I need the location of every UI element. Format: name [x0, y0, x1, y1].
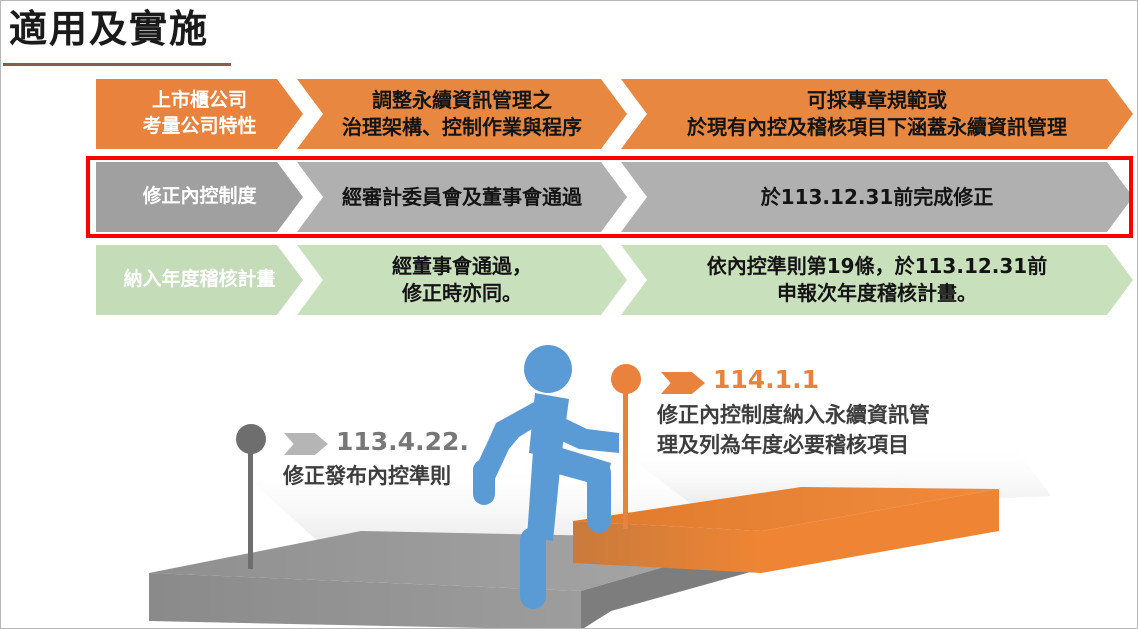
chevron-line-1: 調整永續資訊管理之	[372, 88, 552, 112]
flow-row-internal-control: 修正內控制度 經審計委員會及董事會通過 於113.12.31前完成修正	[1, 158, 1138, 236]
person-forearm	[473, 459, 495, 505]
milestone-description-line-1: 修正內控制度納入永續資訊管	[657, 403, 930, 427]
milestone-label-114-1-1: 114.1.1 修正內控制度納入永續資訊管 理及列為年度必要稽核項目	[657, 365, 930, 457]
person-front-arm	[553, 417, 619, 453]
person-head	[524, 345, 572, 393]
chevron-internal-control-3[interactable]: 於113.12.31前完成修正	[621, 162, 1133, 232]
orange-platform-front	[573, 521, 761, 573]
chevron-line-1: 經審計委員會及董事會通過	[342, 184, 582, 209]
chevron-line-2: 於現有內控及稽核項目下涵蓋永續資訊管理	[687, 115, 1067, 139]
chevron-line-2: 申報次年度稽核計畫。	[776, 281, 977, 305]
person-standing-thigh	[527, 451, 561, 541]
milestone-description: 修正發布內控準則	[283, 464, 451, 488]
chevron-audit-plan-3[interactable]: 依內控準則第19條，於113.12.31前 申報次年度稽核計畫。	[621, 245, 1133, 315]
chevron-line-1: 於113.12.31前完成修正	[760, 184, 994, 209]
chevron-line-2: 修正時亦同。	[402, 281, 522, 305]
pin-stem	[248, 449, 253, 569]
chevron-line-1: 經董事會通過，	[392, 254, 532, 278]
chevron-audit-plan-1[interactable]: 納入年度稽核計畫	[96, 245, 303, 315]
chevron-line-1: 依內控準則第19條，於113.12.31前	[706, 254, 1048, 278]
milestone-description-line-2: 理及列為年度必要稽核項目	[657, 433, 909, 457]
milestone-date: 113.4.22.	[336, 427, 469, 456]
milestone-date: 114.1.1	[713, 365, 819, 394]
chevron-line-2: 考量公司特性	[142, 115, 257, 137]
flag-icon	[661, 372, 705, 394]
chevron-audit-plan-2[interactable]: 經董事會通過， 修正時亦同。	[297, 245, 627, 315]
chevron-line-1: 納入年度稽核計畫	[123, 268, 276, 291]
chevron-adoption-2[interactable]: 調整永續資訊管理之 治理架構、控制作業與程序	[297, 79, 627, 149]
person-standing-shin	[520, 527, 546, 609]
title-underline	[3, 63, 231, 66]
chevron-adoption-3[interactable]: 可採專章規範或 於現有內控及稽核項目下涵蓋永續資訊管理	[621, 79, 1133, 149]
chevron-line-2: 治理架構、控制作業與程序	[342, 115, 582, 139]
timeline-illustration: 113.4.22. 修正發布內控準則 114.1.1 修正內控制度納入永續資訊管…	[1, 341, 1137, 628]
chevron-adoption-1[interactable]: 上市櫃公司 考量公司特性	[96, 79, 303, 149]
process-flow: 上市櫃公司 考量公司特性 調整永續資訊管理之 治理架構、控制作業與程序 可採專章…	[1, 75, 1138, 324]
milestone-label-113-4-22: 113.4.22. 修正發布內控準則	[283, 427, 469, 488]
chevron-internal-control-1[interactable]: 修正內控制度	[96, 162, 303, 232]
climbing-person-icon	[473, 345, 619, 609]
orange-platform-top	[573, 487, 999, 531]
flag-icon	[284, 433, 328, 455]
gray-platform-front	[149, 573, 581, 628]
chevron-line-1: 上市櫃公司	[151, 89, 247, 112]
orange-platform-side	[761, 489, 999, 573]
flow-row-audit-plan: 納入年度稽核計畫 經董事會通過， 修正時亦同。 依內控準則第19條，於113.1…	[1, 241, 1138, 319]
chevron-line-1: 可採專章規範或	[807, 88, 947, 112]
chevron-line-1: 修正內控制度	[142, 185, 257, 208]
timeline-graphics	[149, 345, 1051, 628]
pin-stem	[623, 389, 628, 529]
page-title: 適用及實施	[9, 7, 210, 51]
chevron-internal-control-2[interactable]: 經審計委員會及董事會通過	[297, 162, 627, 232]
person-lifted-shin	[587, 461, 611, 533]
flow-row-adoption: 上市櫃公司 考量公司特性 調整永續資訊管理之 治理架構、控制作業與程序 可採專章…	[1, 75, 1138, 153]
